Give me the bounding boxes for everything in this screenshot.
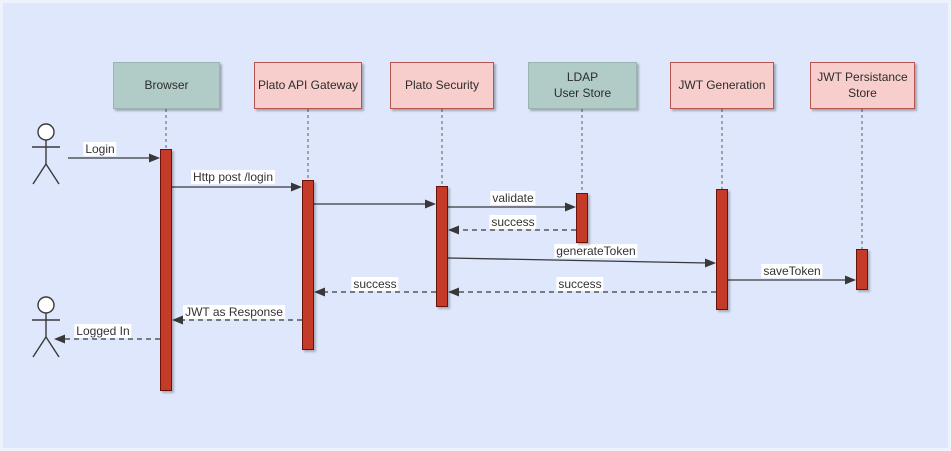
message-http-post-login-1[interactable]	[172, 182, 302, 192]
message-label: success	[556, 277, 604, 291]
actor-leg-right	[45, 163, 60, 185]
message-savetoken-6[interactable]	[728, 275, 856, 285]
message-label: JWT as Response	[183, 305, 285, 319]
message-login-0[interactable]	[68, 153, 160, 163]
message-arrowhead	[565, 202, 576, 212]
message-label: Http post /login	[190, 170, 276, 184]
message-arrowhead	[172, 315, 183, 325]
message-generatetoken-5[interactable]	[447, 257, 716, 268]
message-arrowhead	[291, 182, 302, 192]
message-label: success	[351, 277, 399, 291]
message-success-7[interactable]	[448, 287, 716, 297]
activation-bar-jwt-persistance-store[interactable]	[856, 249, 868, 290]
message-label: Logged In	[74, 324, 132, 338]
message-label: generateToken	[554, 244, 638, 258]
message-label: Login	[83, 142, 117, 156]
message-arrowhead	[314, 287, 325, 297]
actor-leg-left	[32, 336, 47, 358]
participant-box-browser[interactable]: Browser	[113, 62, 220, 109]
actor-head	[37, 123, 55, 141]
actor-leg-left	[32, 163, 47, 185]
actor-leg-right	[45, 336, 60, 358]
message-logged-in-10[interactable]	[54, 334, 160, 344]
message-success-4[interactable]	[448, 225, 576, 235]
participant-box-jwt-persistance-store[interactable]: JWT Persistance Store	[810, 62, 915, 109]
message-success-8[interactable]	[314, 287, 436, 297]
actor-head	[37, 296, 55, 314]
message-arrowhead	[448, 225, 459, 235]
activation-bar-plato-security[interactable]	[436, 186, 448, 307]
activation-bar-jwt-generation[interactable]	[716, 189, 728, 310]
actor-user-bottom[interactable]	[32, 296, 60, 358]
activation-bar-ldap-user-store[interactable]	[576, 193, 588, 243]
message-line	[447, 257, 709, 264]
message-arrowhead	[149, 153, 160, 163]
participant-box-plato-security[interactable]: Plato Security	[390, 62, 494, 109]
message-arrowhead	[54, 334, 65, 344]
participant-box-jwt-generation[interactable]: JWT Generation	[670, 62, 774, 109]
message-label: validate	[490, 191, 536, 205]
message-arrow-2[interactable]	[314, 199, 436, 209]
message-label: success	[489, 215, 537, 229]
message-arrowhead	[448, 287, 459, 297]
message-validate-3[interactable]	[448, 202, 576, 212]
participant-box-ldap-user-store[interactable]: LDAP User Store	[528, 62, 637, 109]
actor-user-top[interactable]	[32, 123, 60, 185]
message-arrowhead	[425, 199, 436, 209]
activation-bar-plato-api-gateway[interactable]	[302, 180, 314, 350]
participant-box-plato-api-gateway[interactable]: Plato API Gateway	[254, 62, 362, 109]
message-jwt-as-response-9[interactable]	[172, 315, 302, 325]
message-arrowhead	[705, 258, 716, 268]
message-arrowhead	[845, 275, 856, 285]
message-label: saveToken	[761, 264, 823, 278]
activation-bar-browser[interactable]	[160, 149, 172, 391]
